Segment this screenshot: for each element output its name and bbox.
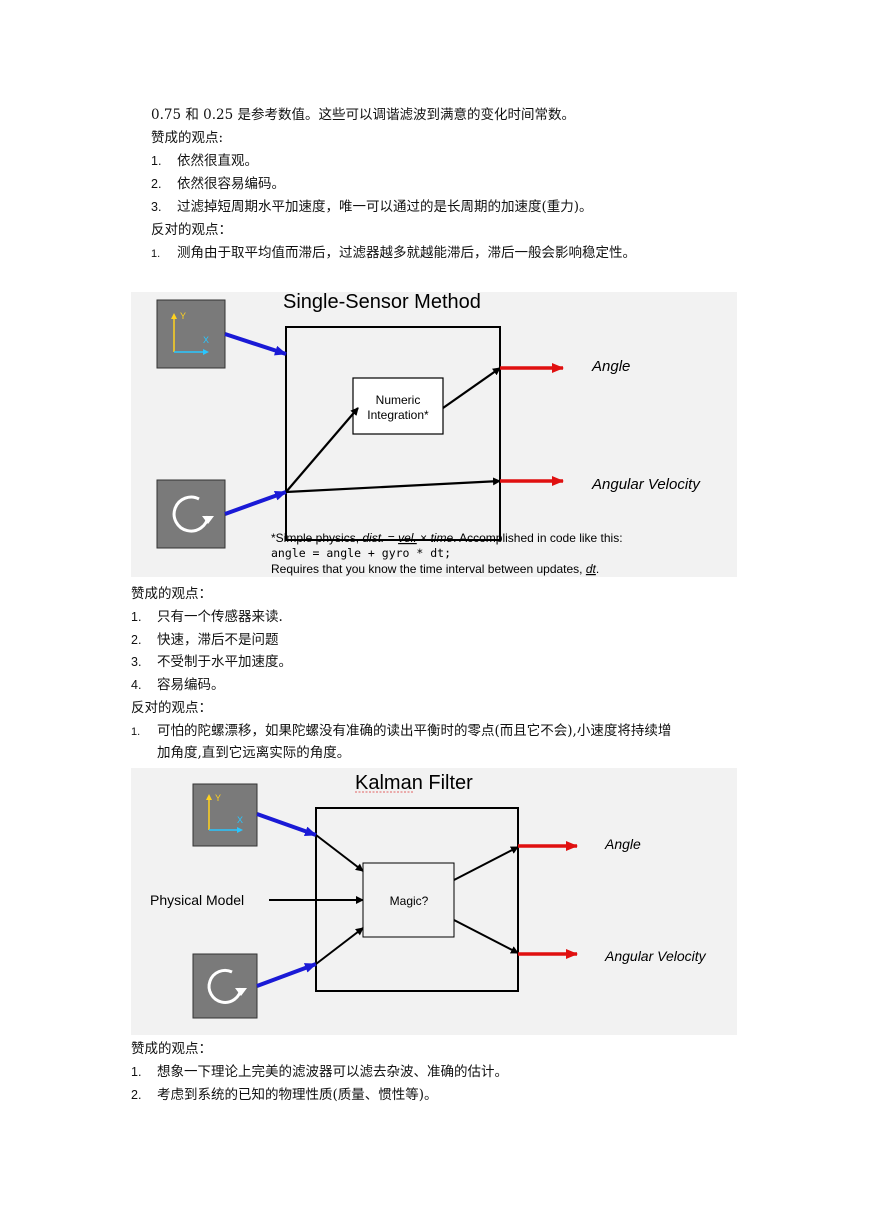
gyroscope-icon (192, 953, 258, 1019)
intro-paragraph: 0.75 和 0.25 是参考数值。这些可以调谐滤波到满意的变化时间常数。 (151, 107, 575, 123)
list-number: 2. (131, 1088, 142, 1102)
from-integration-arrow (442, 367, 501, 409)
accel-input-arrow (256, 812, 317, 837)
footnote-part: vel. (398, 531, 417, 545)
passthrough-arrow (285, 477, 501, 494)
footnote-part: time (430, 531, 453, 545)
list-text: 依然很容易编码。 (177, 176, 285, 192)
list-text: 过滤掉短周期水平加速度，唯一可以通过的是长周期的加速度(重力)。 (177, 199, 593, 215)
accel-to-magic-arrow (315, 834, 364, 872)
single-sensor-svg: Single-Sensor Method Y X Numeric Integra… (156, 292, 701, 576)
gyroscope-icon (156, 479, 226, 549)
magic-to-velocity-arrow (453, 919, 519, 954)
footnote-part: *Simple physics, (271, 531, 362, 545)
axis-y-label: Y (215, 793, 221, 803)
list-item: 4. 容易编码。 (131, 676, 225, 694)
gyro-to-magic-arrow (315, 927, 364, 965)
list-item: 1. 测角由于取平均值而滞后，过滤器越多就越能滞后，滞后一般会影响稳定性。 (151, 244, 636, 263)
footnote-part: dt (586, 562, 597, 576)
list-number: 1. (131, 726, 141, 738)
cons-heading: 反对的观点： (151, 222, 232, 238)
list-item: 1. 想象一下理论上完美的滤波器可以滤去杂波、准确的估计。 (131, 1063, 508, 1081)
list-item: 2. 考虑到系统的已知的物理性质(质量、惯性等)。 (131, 1086, 438, 1104)
list-text: 只有一个传感器来读. (157, 609, 283, 625)
list-item: 1. 依然很直观。 (151, 152, 258, 170)
angular-velocity-label: Angular Velocity (604, 948, 707, 964)
list-text: 测角由于取平均值而滞后，过滤器越多就越能滞后，滞后一般会影响稳定性。 (177, 245, 636, 261)
angle-label: Angle (591, 358, 630, 375)
list-text: 想象一下理论上完美的滤波器可以滤去杂波、准确的估计。 (157, 1064, 508, 1080)
axis-y-label: Y (180, 311, 186, 321)
list-item: 3. 过滤掉短周期水平加速度，唯一可以通过的是长周期的加速度(重力)。 (151, 198, 593, 216)
list-number: 1. (131, 1065, 142, 1079)
block-label-line1: Numeric (376, 393, 421, 407)
angle-label: Angle (604, 836, 641, 852)
footnote-part: dist. (362, 531, 384, 545)
axis-x-label: X (203, 335, 209, 345)
diagram-title: Single-Sensor Method (283, 292, 481, 313)
footnote-part: = (384, 531, 398, 545)
accel-input-arrow (224, 332, 287, 356)
list-number: 1. (151, 154, 162, 168)
list-item: 3. 不受制于水平加速度。 (131, 653, 292, 671)
pros-heading: 赞成的观点： (131, 586, 212, 602)
diagram-title: Kalman Filter (355, 772, 473, 794)
axis-x-label: X (237, 815, 243, 825)
to-integration-arrow (285, 407, 359, 493)
physical-model-label: Physical Model (150, 892, 244, 908)
numeric-integration-block (352, 377, 444, 435)
list-text: 快速，滞后不是问题 (157, 632, 279, 648)
list-number: 4. (131, 678, 142, 692)
footnote-line1: *Simple physics, dist. = vel. × time. Ac… (271, 531, 623, 545)
magic-block (362, 862, 455, 938)
footnote-code: angle = angle + gyro * dt; (271, 546, 451, 560)
list-number: 3. (131, 655, 142, 669)
pros-heading: 赞成的观点: (151, 130, 224, 146)
footnote-part: . (596, 562, 599, 576)
accelerometer-icon: Y X (156, 299, 226, 369)
list-text: 不受制于水平加速度。 (157, 654, 292, 670)
magic-label: Magic? (390, 894, 429, 908)
footnote-part: . Accomplished in code like this: (453, 531, 622, 545)
gyro-input-arrow (224, 490, 287, 516)
list-item: 2. 依然很容易编码。 (151, 175, 285, 193)
list-number: 3. (151, 200, 162, 214)
list-number: 2. (151, 177, 162, 191)
cons-heading: 反对的观点： (131, 700, 212, 716)
list-item: 1. 只有一个传感器来读. (131, 608, 283, 626)
pros-heading: 赞成的观点： (131, 1041, 212, 1057)
list-text: 可怕的陀螺漂移，如果陀螺没有准确的读出平衡时的零点(而且它不会),小速度将持续增 (157, 723, 672, 739)
block-label-line2: Integration* (367, 408, 429, 422)
angular-velocity-label: Angular Velocity (591, 476, 701, 493)
accelerometer-icon: Y X (192, 783, 258, 847)
gyro-input-arrow (256, 962, 317, 988)
list-item-continuation: 加角度,直到它远离实际的角度。 (157, 745, 351, 761)
list-number: 1. (151, 248, 161, 260)
list-item: 2. 快速，滞后不是问题 (131, 631, 279, 649)
list-number: 2. (131, 633, 142, 647)
footnote-part: Requires that you know the time interval… (271, 562, 586, 576)
system-box (285, 326, 501, 541)
list-number: 1. (131, 610, 142, 624)
single-sensor-diagram: Single-Sensor Method Y X Numeric Integra… (131, 292, 737, 577)
list-text: 容易编码。 (157, 677, 225, 693)
list-text: 考虑到系统的已知的物理性质(质量、惯性等)。 (157, 1087, 438, 1103)
list-text: 依然很直观。 (177, 153, 258, 169)
kalman-filter-svg: Kalman Filter Y X Physical Model Magic? (150, 772, 707, 1019)
footnote-line3: Requires that you know the time interval… (271, 562, 599, 576)
list-item: 1. 可怕的陀螺漂移，如果陀螺没有准确的读出平衡时的零点(而且它不会),小速度将持… (131, 722, 671, 741)
magic-to-angle-arrow (453, 846, 519, 881)
footnote-part: × (417, 531, 431, 545)
kalman-filter-diagram: Kalman Filter Y X Physical Model Magic? (131, 768, 737, 1035)
